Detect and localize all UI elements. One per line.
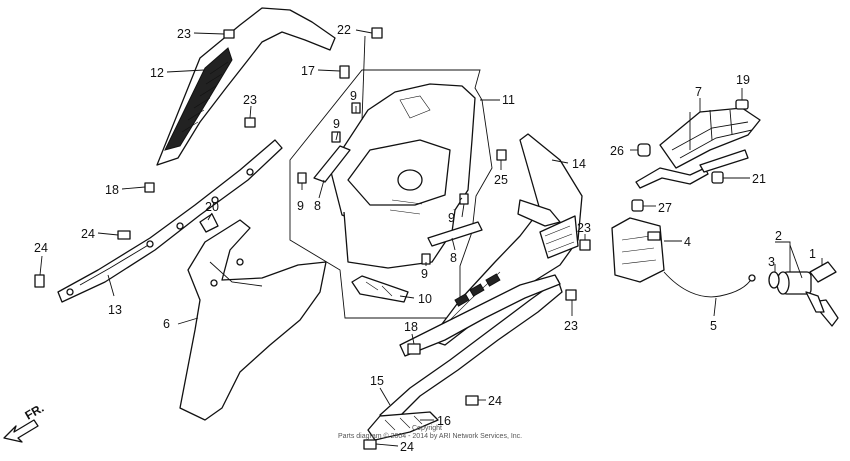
front-direction-indicator: FR. [3, 401, 47, 443]
callout-24-center: 24 [488, 394, 502, 408]
callout-14: 14 [572, 157, 586, 171]
callout-3: 3 [768, 255, 775, 269]
callout-12: 12 [150, 66, 164, 80]
part-15-lower-side-cover [379, 274, 563, 425]
callout-8-left: 8 [314, 199, 321, 213]
callout-5: 5 [710, 319, 717, 333]
part-2-key-set [776, 271, 812, 295]
callout-9-e: 9 [421, 267, 428, 281]
part-12-front-upper-cover [156, 7, 336, 166]
fastener-24-far-left [34, 274, 45, 288]
leader-lines [39, 29, 823, 447]
callout-24-left: 24 [81, 227, 95, 241]
callout-9-d: 9 [448, 211, 455, 225]
fastener-20 [199, 213, 219, 233]
callout-10: 10 [418, 292, 432, 306]
fastener-18-center [407, 343, 421, 355]
callout-23-right: 23 [577, 221, 591, 235]
callout-labels: 1 2 3 4 5 6 7 8 8 9 9 9 9 9 10 11 12 13 … [34, 23, 816, 454]
part-4-seat-lock [611, 217, 665, 283]
copyright-notice: Copyright Parts diagram © 2004 - 2014 by… [338, 425, 522, 440]
callout-21: 21 [752, 172, 766, 186]
part-8-stay-left [313, 145, 351, 183]
direction-label: FR. [23, 401, 47, 423]
part-10-bracket [351, 275, 409, 303]
callout-18-left: 18 [105, 183, 119, 197]
callout-1: 1 [809, 247, 816, 261]
callout-23-top: 23 [177, 27, 191, 41]
callout-13: 13 [108, 303, 122, 317]
fastener-24-center [465, 395, 479, 406]
callout-8-right: 8 [450, 251, 457, 265]
callout-24-far-left: 24 [34, 241, 48, 255]
fastener-17 [339, 65, 350, 79]
clip-9-c [297, 172, 307, 184]
clip-9-b [331, 131, 341, 143]
callout-11: 11 [502, 93, 515, 107]
fastener-25 [496, 149, 507, 161]
callout-9-b: 9 [333, 117, 340, 131]
callout-17: 17 [301, 64, 315, 78]
fastener-23-top [223, 29, 235, 39]
part-13-side-rail [57, 139, 283, 303]
callout-4: 4 [684, 235, 691, 249]
callout-24-bottom: 24 [400, 440, 414, 454]
part-11-luggage-box [329, 83, 476, 269]
part-3-washer [768, 271, 780, 289]
callout-23-lower: 23 [564, 319, 578, 333]
part-6-front-inner-panel [179, 219, 327, 421]
callout-7: 7 [695, 85, 702, 99]
copyright-line-2: Parts diagram © 2004 - 2014 by ARI Netwo… [338, 432, 522, 440]
callout-19: 19 [736, 73, 750, 87]
callout-27: 27 [658, 201, 672, 215]
callout-15: 15 [370, 374, 384, 388]
fastener-24-left [117, 230, 131, 240]
fastener-19 [735, 99, 749, 110]
callout-2: 2 [775, 229, 782, 243]
fastener-27 [631, 199, 644, 212]
callout-18-center: 18 [404, 320, 418, 334]
part-5-seat-lock-cable [663, 271, 756, 298]
fastener-22 [371, 27, 383, 39]
front-arrow-icon [3, 419, 39, 443]
fastener-24-bottom [363, 439, 377, 450]
part-1-key [805, 261, 839, 327]
callout-25: 25 [494, 173, 508, 187]
callout-23-mid: 23 [243, 93, 257, 107]
fastener-18-left [144, 182, 155, 193]
callout-20: 20 [205, 200, 219, 214]
callout-26: 26 [610, 144, 624, 158]
part-8-stay-right [427, 221, 483, 247]
fastener-23-mid [244, 117, 256, 128]
callout-16: 16 [437, 414, 451, 428]
fastener-23-lower [565, 289, 577, 301]
fastener-26 [637, 143, 651, 157]
fastener-23-right [579, 239, 591, 251]
fastener-21 [711, 171, 724, 184]
callout-9-a: 9 [350, 89, 357, 103]
callout-6: 6 [163, 317, 170, 331]
part-11-luggage-box-frame [289, 69, 493, 319]
copyright-line-1: Copyright [412, 425, 442, 432]
part-14-rear-cover [429, 133, 583, 346]
callout-22: 22 [337, 23, 351, 37]
callout-9-c: 9 [297, 199, 304, 213]
part-7-rear-carrier [635, 107, 761, 189]
